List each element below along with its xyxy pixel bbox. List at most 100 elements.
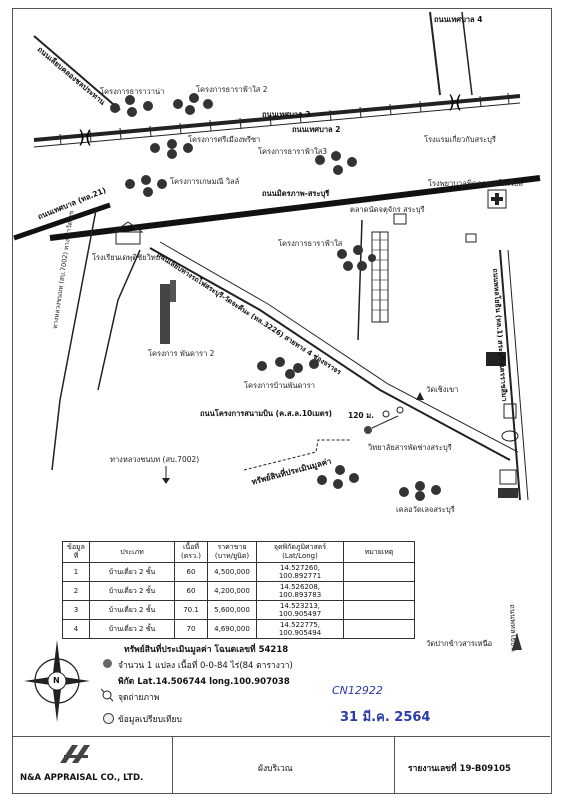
location-map: )( )( (13, 11, 541, 501)
brand-icon-c (498, 488, 518, 498)
market-icon (393, 213, 407, 225)
legend-line1: จำนวน 1 แปลง เนื้อที่ 0-0-84 ไร่(84 ตารา… (118, 661, 293, 671)
place-p12: โครงการบ้านพันดารา (244, 381, 316, 390)
table-row: 1 บ้านเดี่ยว 2 ชั้น 60 4,500,000 14.5272… (62, 562, 415, 582)
hospital-icon (487, 189, 507, 209)
col-header: จุดพิกัดภูมิศาสตร์ (Lat/Long) (256, 541, 344, 563)
cell (343, 562, 415, 582)
footer-company-cell: N&A APPRAISAL CO., LTD. (12, 737, 173, 793)
comparison-table: ข้อมูล ที่ ประเภท เนื้อที่ (ตรว.) ราคาขา… (62, 541, 415, 639)
col-header: ราคาขาย (บาท/ยูนิต) (207, 541, 257, 563)
cell: บ้านเดี่ยว 2 ชั้น (89, 619, 175, 639)
cell: บ้านเดี่ยว 2 ชั้น (89, 581, 175, 601)
table-row: 3 บ้านเดี่ยว 2 ชั้น 70.1 5,600,000 14.52… (62, 600, 415, 620)
col-header: เนื้อที่ (ตรว.) (174, 541, 208, 563)
temple-legend-icon (512, 633, 522, 650)
code-stamp: CN12922 (332, 684, 383, 697)
cell: 14.522775, 100.905494 (256, 619, 344, 639)
footer: N&A APPRAISAL CO., LTD. ผังบริเวณ รายงาน… (12, 736, 550, 793)
cell: บ้านเดี่ยว 2 ชั้น (89, 562, 175, 582)
place-p2: โครงการธาราฟ้าใส 2 (196, 85, 268, 94)
temple-icon (416, 392, 424, 400)
cell: 1 (62, 562, 90, 582)
cell (343, 581, 415, 601)
place-p3: โครงการศรีเมืองพรีซา (188, 135, 261, 144)
railway-ties (59, 92, 510, 146)
subject-parcel (364, 406, 404, 434)
place-p5: โครงการเกษมณี วิลล์ (170, 177, 240, 186)
cell: 5,600,000 (207, 600, 257, 620)
place-p1: โครงการธาราวาน่า (100, 87, 165, 96)
legend-line4: ข้อมูลเปรียบเทียบ (118, 715, 182, 725)
place-p13: วัดเชิงเขา (426, 385, 459, 394)
label-lane-7002: ทางหลวงชนบท (สบ.7002) (110, 455, 200, 464)
dark-icon (486, 352, 506, 366)
cell (343, 619, 415, 639)
road-7002-left (51, 209, 97, 471)
road-mittraphap (49, 175, 541, 241)
cell: 14.523213, 100.905497 (256, 600, 344, 620)
table-row: 4 บ้านเดี่ยว 2 ชั้น 70 4,690,000 14.5227… (62, 619, 415, 639)
col-header: หมายเหตุ (343, 541, 415, 563)
school-icon (112, 221, 144, 245)
col-header: ข้อมูล ที่ (62, 541, 90, 563)
table-row: 2 บ้านเดี่ยว 2 ชั้น 60 4,200,000 14.5262… (62, 581, 415, 601)
legend-temple: วัดปากข้าวสารเหนือ (426, 639, 493, 648)
place-p7: โรงพยาบาลพิคภาพเมโมเรียล (428, 179, 523, 188)
svg-text:)(: )( (448, 92, 462, 113)
place-p8: ตลาดนัดจตุจักร สระบุรี (350, 205, 425, 214)
road-upper-left (33, 35, 121, 111)
cell: 4,500,000 (207, 562, 257, 582)
date-stamp: 31 มี.ค. 2564 (340, 710, 431, 725)
road-main-left (13, 202, 111, 241)
col-header: ประเภท (89, 541, 175, 563)
cell: 3 (62, 600, 90, 620)
cell: 4,690,000 (207, 619, 257, 639)
place-p9: โรงเรียนเดพุติชัยวิทยา (92, 253, 165, 262)
label-sahatthai: ถนนมิตรภาพ-สระบุรี (262, 189, 330, 198)
brand-icon-b (499, 469, 517, 485)
place-p4: โครงการธาราฟ้าใส3 (258, 147, 328, 156)
comparison-marker-icon (103, 713, 114, 724)
compass-n-label: N (53, 676, 60, 685)
cell: 14.526208, 100.893783 (256, 581, 344, 601)
cell: 70.1 (174, 600, 208, 620)
footer-center-cell: ผังบริเวณ (172, 737, 395, 793)
market-building (371, 231, 389, 323)
label-local-road: ถนนโครงการสนามบิน (ค.ส.ล.10เมตร) (200, 409, 333, 418)
road-3226 (149, 247, 511, 461)
road-tessaban4-a (429, 11, 441, 96)
brand-icon-a (503, 403, 517, 419)
cell: 2 (62, 581, 90, 601)
cell: บ้านเดี่ยว 2 ชั้น (89, 600, 175, 620)
place-p6: โรงแรมเกี่ยวกับสระบุรี (424, 135, 496, 144)
label-tessaban3: ถนนเทศบาล 3 (262, 110, 311, 119)
place-p15: เคลอวัดเลจสระบุรี (396, 505, 455, 514)
legend-title: ทรัพย์สินที่ประเมินมูลค่า โฉนดเลขที่ 542… (124, 645, 289, 655)
place-p11: โครงการ พันดารา 2 (148, 349, 215, 358)
cell: 14.527260, 100.892771 (256, 562, 344, 582)
toyota-icon (501, 430, 519, 442)
page-frame (12, 8, 552, 794)
road-phahon (499, 249, 521, 501)
report-number: รายงานเลขที่ 19-B09105 (408, 764, 511, 774)
company-logo (60, 745, 90, 763)
photo-point-icon (100, 688, 114, 702)
cell: 70 (174, 619, 208, 639)
legend-line2: พิกัด Lat.14.506744 long.100.907038 (118, 677, 290, 687)
railway-line (33, 94, 521, 148)
subject-marker-icon (103, 659, 112, 668)
label-tessaban2: ถนนเทศบาล 2 (292, 125, 341, 134)
company-name: N&A APPRAISAL CO., LTD. (20, 773, 144, 783)
label-tessaban4: ถนนเทศบาล 4 (434, 15, 483, 24)
small-icon-a (465, 233, 477, 243)
phandara2-strip (160, 280, 176, 344)
cell: 60 (174, 581, 208, 601)
distance-label: 120 ม. (348, 411, 375, 420)
place-p10: โครงการธาราฟ้าใส (278, 239, 343, 248)
legend-line3: จุดถ่ายภาพ (118, 693, 160, 703)
compass-icon (24, 640, 90, 722)
house-clusters (110, 93, 441, 501)
cell: 60 (174, 562, 208, 582)
footer-center-label: ผังบริเวณ (258, 764, 293, 774)
